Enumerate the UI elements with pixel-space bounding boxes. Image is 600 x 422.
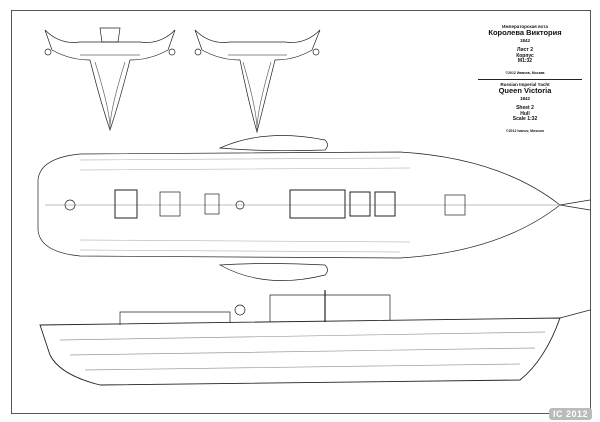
scale-en: Scale 1:32 [512, 116, 538, 123]
sheet-ru: Лист 2 [517, 46, 533, 53]
year-en: 1842 [519, 95, 530, 101]
watermark: IC 2012 [548, 408, 592, 420]
title-block-russian: Императорская яхта Королева Виктория 184… [470, 24, 580, 75]
subtitle-en: Russian Imperial Yacht [500, 82, 550, 87]
drawing-frame [11, 10, 591, 414]
copyright-en: ©2012 Ivanov, Moscow [506, 129, 544, 134]
part-en: Hull [520, 110, 530, 117]
side-profile [39, 290, 591, 386]
ship-name-en: Queen Victoria [498, 86, 552, 96]
scale-ru: М1:32 [517, 58, 533, 65]
copyright-ru: ©2012 Иванов, Москва [505, 71, 545, 76]
subtitle-ru: Императорская яхта [502, 24, 548, 29]
stern-view-left [44, 27, 176, 132]
ship-name-ru: Королева Виктория [488, 28, 562, 38]
title-divider [478, 79, 582, 80]
part-ru: Корпус [516, 52, 534, 59]
boat-bottom [218, 263, 328, 281]
title-block-english: Russian Imperial Yacht Queen Victoria 18… [470, 82, 580, 133]
year-ru: 1842 [519, 37, 530, 43]
deck-plan [37, 151, 591, 259]
boat-top [218, 135, 328, 152]
sheet-en: Sheet 2 [516, 104, 534, 111]
bow-view-right [194, 29, 321, 134]
